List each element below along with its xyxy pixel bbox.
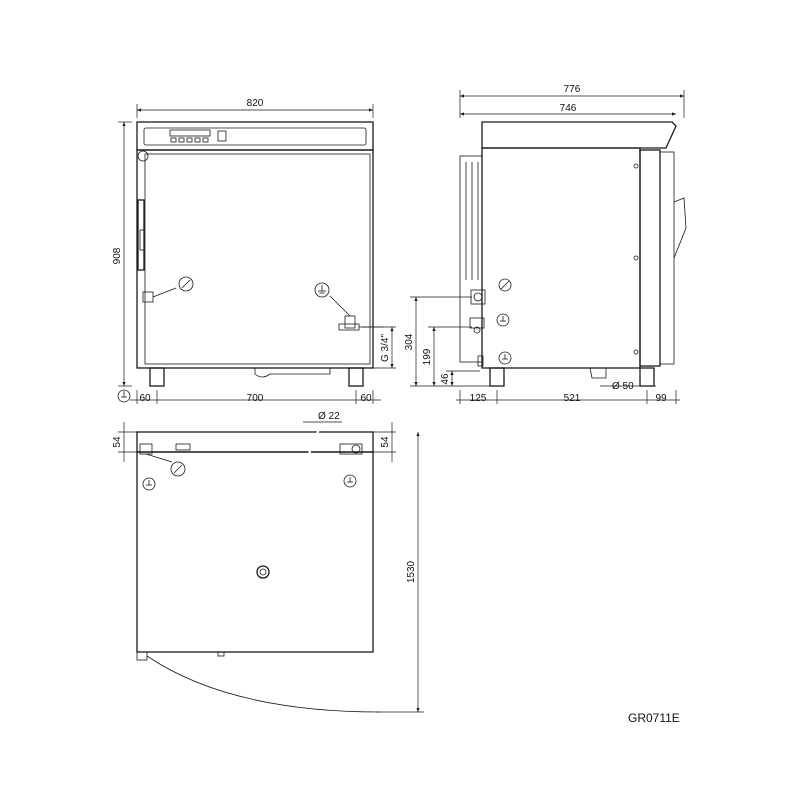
top-gauge-icon [170, 461, 186, 477]
drain-hose [256, 423, 323, 579]
dim-top-depth-open: 1530 [406, 560, 417, 583]
cabinet-body [136, 149, 374, 369]
side-foot-rear [639, 367, 655, 387]
dim-side-offset-front: 125 [470, 393, 487, 404]
drawing-code: GR0711E [628, 711, 680, 725]
dim-side-height-mid: 199 [422, 348, 433, 365]
dim-drain-diameter: Ø 50 [612, 381, 634, 392]
foot-left [149, 367, 165, 387]
keypad-icon [169, 129, 227, 143]
side-earth-icon [496, 313, 510, 327]
side-gauge-icon [498, 278, 512, 292]
dim-side-height-low: 46 [440, 373, 451, 385]
dim-thread-size: G 3/4" [380, 334, 391, 362]
gauge-icon [178, 276, 194, 292]
top-earth-icon-left [142, 477, 156, 491]
top-body [136, 451, 374, 653]
dim-side-length-mid: 521 [564, 393, 581, 404]
dim-front-width: 820 [247, 98, 264, 109]
dim-front-left-margin: 60 [139, 393, 151, 404]
dim-side-depth-body: 746 [560, 103, 577, 114]
hinge-icon [137, 150, 149, 162]
side-valve [469, 317, 485, 334]
dim-hose-diameter: Ø 22 [318, 411, 340, 422]
dim-side-depth-total: 776 [564, 84, 581, 95]
top-panel [136, 431, 374, 453]
door-swing-arc [146, 655, 381, 713]
earth-icon-floor [117, 389, 131, 403]
dim-front-inner-width: 700 [247, 393, 264, 404]
side-panel-top [481, 121, 677, 149]
dim-side-offset-rear: 99 [655, 393, 667, 404]
side-body [481, 147, 641, 369]
water-valve [338, 315, 384, 331]
foot-right [348, 367, 364, 387]
earth-icon [314, 282, 330, 298]
dim-side-height-upper: 304 [404, 333, 415, 350]
dim-top-offset-left: 54 [112, 436, 123, 448]
drain-outlet [254, 368, 331, 378]
side-foot-front [489, 367, 505, 387]
dim-front-height: 908 [112, 247, 123, 264]
top-view: Ø 22 54 54 1530 [112, 411, 424, 713]
side-drain [589, 367, 607, 379]
side-door [639, 149, 661, 367]
side-view: 776 746 304 199 46 125 521 99 Ø 50 [404, 84, 687, 404]
door-handle [137, 199, 145, 271]
front-view: 820 908 60 700 60 G 3/4" [112, 98, 396, 404]
top-earth-icon-right [343, 474, 357, 488]
side-earth-icon-low [498, 351, 512, 365]
dim-front-right-margin: 60 [360, 393, 372, 404]
connector-left [142, 287, 177, 303]
dim-top-offset-right: 54 [380, 436, 391, 448]
